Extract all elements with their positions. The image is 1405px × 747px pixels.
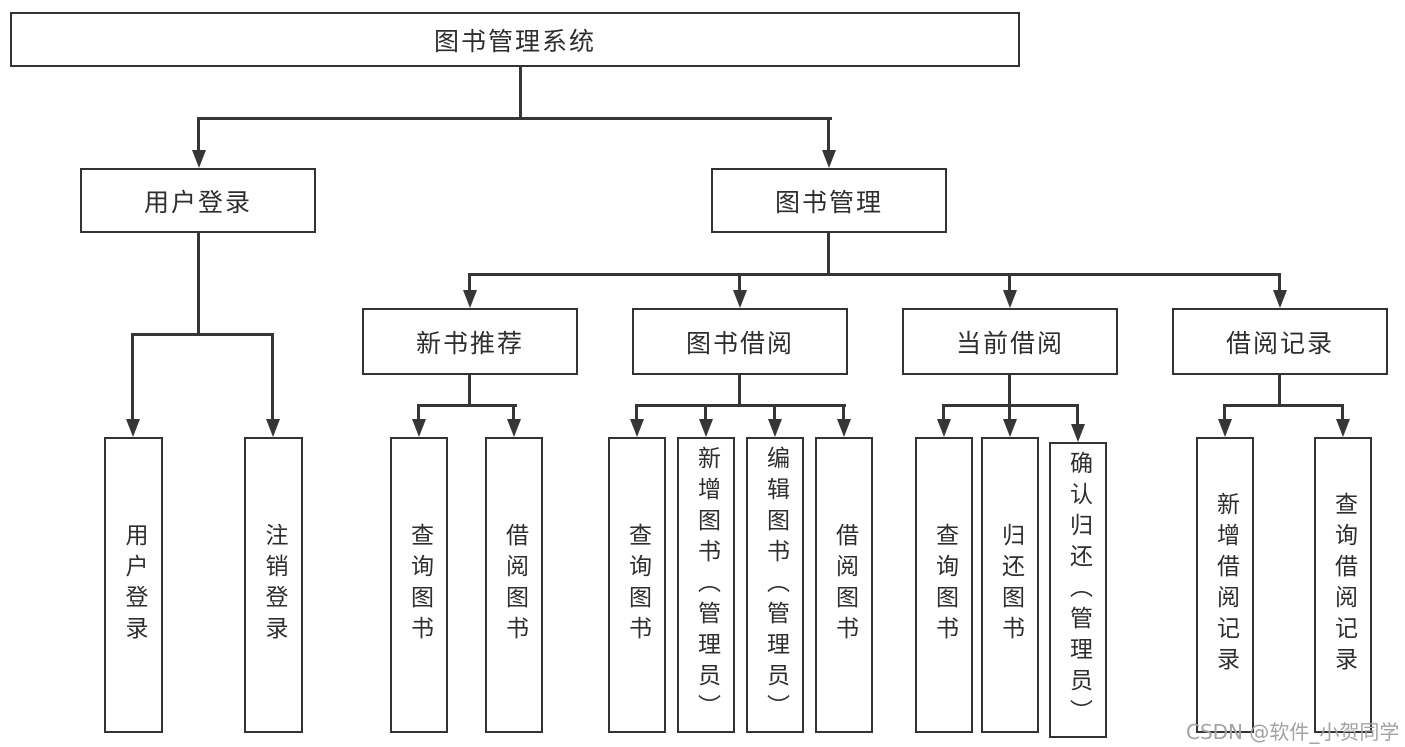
leaf-label: 查询图书 xyxy=(406,523,433,647)
leaf-label: 新增图书（管理员） xyxy=(693,445,720,725)
arrow-down-icon xyxy=(698,419,713,437)
connector-line xyxy=(738,375,741,407)
node-label: 图书管理系统 xyxy=(433,26,596,56)
connector-line xyxy=(468,273,471,292)
leaf-query-books-current: 查询图书 xyxy=(915,437,973,733)
node-label: 图书借阅 xyxy=(685,328,794,358)
leaf-query-borrow-record: 查询借阅记录 xyxy=(1314,437,1372,733)
node-current-borrowing: 当前借阅 xyxy=(902,308,1118,375)
leaf-confirm-return-admin: 确认归还（管理员） xyxy=(1049,442,1107,738)
connector-line xyxy=(1223,404,1226,420)
leaf-label: 新增借阅记录 xyxy=(1212,492,1239,678)
arrow-down-icon xyxy=(1217,419,1232,437)
connector-line xyxy=(1278,273,1281,292)
connector-line xyxy=(773,404,776,420)
connector-line xyxy=(827,233,830,276)
node-label: 用户登录 xyxy=(143,187,252,217)
connector-line xyxy=(1076,404,1079,425)
connector-line xyxy=(1008,273,1011,292)
leaf-label: 归还图书 xyxy=(997,523,1024,647)
leaf-borrow-books-borrow: 借阅图书 xyxy=(815,437,873,733)
leaf-label: 查询图书 xyxy=(624,523,651,647)
connector-line xyxy=(704,404,707,420)
leaf-label: 借阅图书 xyxy=(831,523,858,647)
connector-line xyxy=(827,117,830,151)
connector-line xyxy=(519,66,522,119)
connector-line xyxy=(1223,404,1343,407)
arrow-down-icon xyxy=(732,290,747,308)
node-label: 当前借阅 xyxy=(955,328,1064,358)
node-book-management: 图书管理 xyxy=(711,168,947,233)
arrow-down-icon xyxy=(1272,290,1287,308)
connector-line xyxy=(468,375,471,407)
leaf-user-login: 用户登录 xyxy=(104,437,163,733)
arrow-down-icon xyxy=(125,419,140,437)
arrow-down-icon xyxy=(506,419,521,437)
node-borrowing-records: 借阅记录 xyxy=(1172,308,1388,375)
arrow-down-icon xyxy=(462,290,477,308)
leaf-label: 确认归还（管理员） xyxy=(1065,450,1092,730)
connector-line xyxy=(1008,375,1011,407)
arrow-down-icon xyxy=(836,419,851,437)
arrow-down-icon xyxy=(821,150,836,168)
connector-line xyxy=(738,273,741,292)
node-label: 新书推荐 xyxy=(415,328,524,358)
leaf-label: 编辑图书（管理员） xyxy=(762,445,789,725)
arrow-down-icon xyxy=(1002,290,1017,308)
node-new-book-recommend: 新书推荐 xyxy=(362,308,578,375)
node-user-login: 用户登录 xyxy=(80,168,316,233)
connector-line xyxy=(197,233,200,335)
connector-line xyxy=(842,404,845,420)
arrow-down-icon xyxy=(411,419,426,437)
arrow-down-icon xyxy=(1335,419,1350,437)
arrow-down-icon xyxy=(936,419,951,437)
connector-line xyxy=(197,117,832,120)
arrow-down-icon xyxy=(265,419,280,437)
connector-line xyxy=(635,404,638,420)
arrow-down-icon xyxy=(629,419,644,437)
connector-line xyxy=(197,117,200,151)
arrow-down-icon xyxy=(1070,424,1085,442)
arrow-down-icon xyxy=(767,419,782,437)
connector-line xyxy=(271,333,274,420)
connector-line xyxy=(635,404,846,407)
leaf-query-books-newbook: 查询图书 xyxy=(390,437,448,733)
connector-line xyxy=(512,404,515,420)
connector-line xyxy=(131,333,274,336)
leaf-add-book-admin: 新增图书（管理员） xyxy=(677,437,735,733)
leaf-logout: 注销登录 xyxy=(244,437,303,733)
connector-line xyxy=(417,404,420,420)
csdn-watermark: CSDN @软件_小贺同学 xyxy=(1186,720,1400,744)
node-book-borrowing: 图书借阅 xyxy=(632,308,848,375)
connector-line xyxy=(1341,404,1344,420)
connector-line xyxy=(468,273,1281,276)
leaf-label: 注销登录 xyxy=(261,523,287,647)
connector-line xyxy=(1008,404,1011,420)
arrow-down-icon xyxy=(1002,419,1017,437)
leaf-edit-book-admin: 编辑图书（管理员） xyxy=(746,437,804,733)
node-label: 图书管理 xyxy=(774,187,883,217)
leaf-borrow-books-newbook: 借阅图书 xyxy=(485,437,543,733)
leaf-query-books-borrow: 查询图书 xyxy=(608,437,666,733)
connector-line xyxy=(942,404,945,420)
leaf-label: 查询图书 xyxy=(931,523,958,647)
leaf-label: 借阅图书 xyxy=(501,523,528,647)
node-library-system: 图书管理系统 xyxy=(10,12,1020,67)
leaf-add-borrow-record: 新增借阅记录 xyxy=(1196,437,1254,733)
leaf-label: 用户登录 xyxy=(121,523,147,647)
arrow-down-icon xyxy=(191,150,206,168)
connector-line xyxy=(131,333,134,420)
node-label: 借阅记录 xyxy=(1225,328,1334,358)
leaf-label: 查询借阅记录 xyxy=(1330,492,1357,678)
leaf-return-books: 归还图书 xyxy=(981,437,1039,733)
connector-line xyxy=(417,404,517,407)
connector-line xyxy=(1278,375,1281,407)
